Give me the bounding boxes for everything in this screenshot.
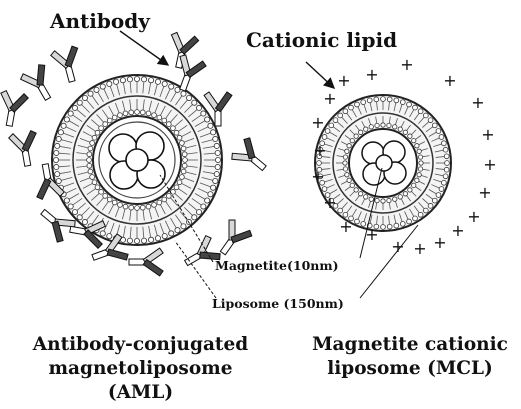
antibody-arrow xyxy=(120,31,168,65)
cationic-lipid-arrow xyxy=(306,62,334,88)
plus-charge-icon: + xyxy=(433,233,446,252)
plus-charge-icon: + xyxy=(313,141,326,160)
plus-charge-icon: + xyxy=(323,193,336,212)
aml-caption: Antibody-conjugated magnetoliposome (AML… xyxy=(18,333,263,405)
liposome-label: Liposome (150nm) xyxy=(212,296,344,311)
aml-liposome xyxy=(52,75,222,245)
plus-charge-icon: + xyxy=(323,89,336,108)
magnetite-label: Magnetite(10nm) xyxy=(215,258,339,273)
plus-charge-icon: + xyxy=(400,55,413,74)
plus-charge-icon: + xyxy=(443,71,456,90)
plus-charge-icon: + xyxy=(339,217,352,236)
plus-charge-icon: + xyxy=(311,167,324,186)
plus-charge-icon: + xyxy=(471,93,484,112)
mcl-caption: Magnetite cationic liposome (MCL) xyxy=(300,333,520,381)
mcl-caption-line-2: liposome (MCL) xyxy=(300,357,520,381)
antibody-icon xyxy=(129,248,163,276)
mcl-caption-line-1: Magnetite cationic xyxy=(300,333,520,357)
plus-charge-icon: + xyxy=(391,237,404,256)
antibody-icon xyxy=(0,90,29,128)
plus-charge-icon: + xyxy=(478,183,491,202)
antibody-icon xyxy=(50,45,86,85)
aml-caption-line-1: Antibody-conjugated xyxy=(18,333,263,357)
plus-charge-icon: + xyxy=(483,155,496,174)
plus-charge-icon: + xyxy=(365,65,378,84)
aml-magnetite-cluster xyxy=(109,132,165,189)
plus-charge-icon: + xyxy=(481,125,494,144)
plus-charge-icon: + xyxy=(311,113,324,132)
aml-caption-line-3: (AML) xyxy=(18,381,263,405)
antibody-icon xyxy=(8,130,41,168)
mcl-magnetite-cluster xyxy=(362,141,406,185)
plus-charge-icon: + xyxy=(413,239,426,258)
plus-charge-icon: + xyxy=(337,71,350,90)
plus-charge-icon: + xyxy=(467,207,480,226)
aml-caption-line-2: magnetoliposome xyxy=(18,357,263,381)
cationic-lipid-label: Cationic lipid xyxy=(246,28,397,52)
antibody-icon xyxy=(229,136,273,179)
antibody-label: Antibody xyxy=(50,9,150,33)
plus-charge-icon: + xyxy=(451,221,464,240)
liposome-leader-aml xyxy=(175,241,216,298)
